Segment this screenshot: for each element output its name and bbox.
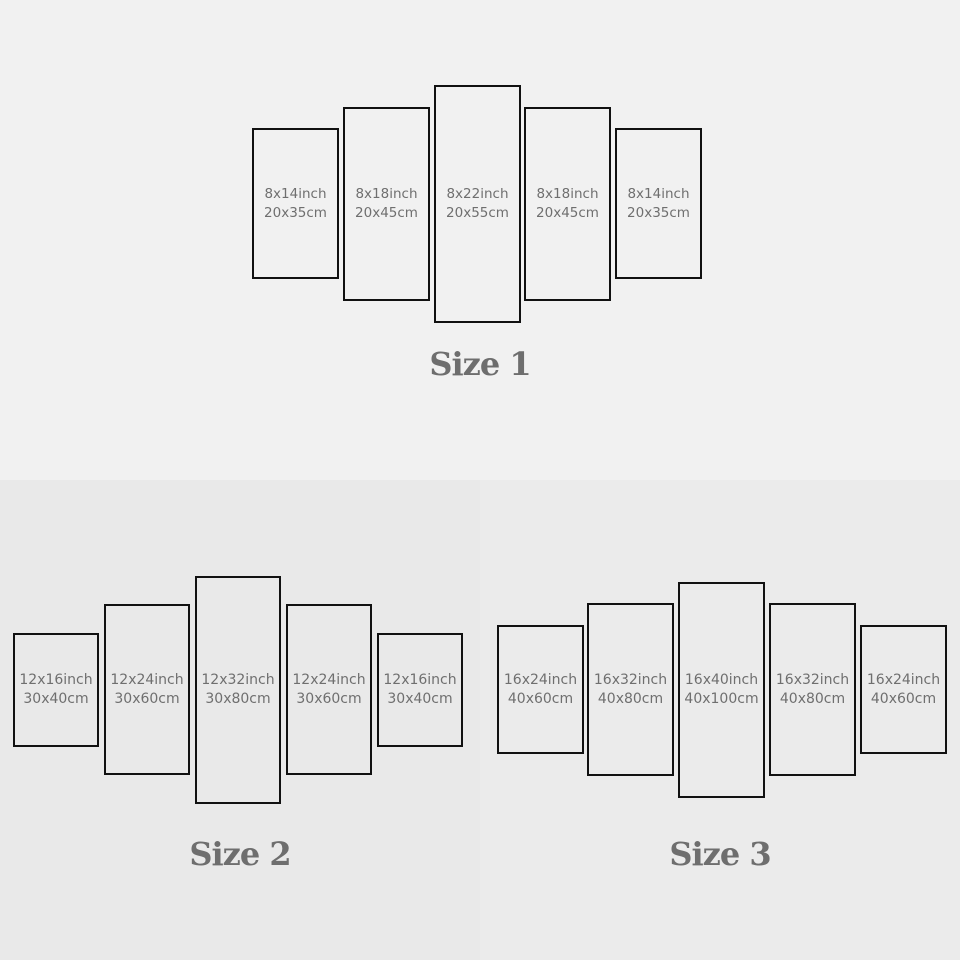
panel-inch-label: 8x18inch: [355, 186, 418, 202]
panel-cm-label: 30x60cm: [296, 690, 362, 707]
panel-cm-label: 20x35cm: [627, 204, 690, 221]
size-2-section: 12x16inch 30x40cm 12x24inch 30x60cm 12x3…: [0, 480, 480, 960]
panel-cm-label: 30x60cm: [114, 690, 180, 707]
panel-inch-label: 12x16inch: [19, 672, 93, 688]
size-2-panel-3: 12x32inch 30x80cm: [195, 576, 281, 804]
panel-cm-label: 30x40cm: [23, 691, 89, 707]
panel-cm-label: 20x45cm: [536, 205, 599, 221]
panel-inch-label: 12x24inch: [110, 671, 184, 688]
size-1-panel-5: 8x14inch 20x35cm: [615, 128, 702, 279]
size-3-panel-4: 16x32inch 40x80cm: [769, 603, 856, 776]
panel-inch-label: 16x32inch: [775, 671, 850, 688]
size-3-section: 16x24inch 40x60cm 16x32inch 40x80cm 16x4…: [480, 480, 960, 960]
panel-cm-label: 20x55cm: [446, 205, 509, 221]
size-1-section: 8x14inch 20x35cm 8x18inch 20x45cm 8x22in…: [252, 85, 702, 383]
size-2-panel-5: 12x16inch 30x40cm: [377, 633, 463, 747]
size-1-panel-3: 8x22inch 20x55cm: [434, 85, 521, 323]
panel-cm-label: 40x60cm: [870, 690, 937, 707]
size-2-panel-2: 12x24inch 30x60cm: [104, 604, 190, 775]
panel-inch-label: 16x40inch: [684, 672, 759, 688]
panel-inch-label: 16x24inch: [866, 671, 941, 688]
panel-inch-label: 8x18inch: [536, 186, 599, 202]
panel-inch-label: 12x24inch: [292, 671, 366, 688]
panel-cm-label: 20x35cm: [264, 204, 327, 221]
panel-cm-label: 40x100cm: [684, 691, 759, 707]
size-3-title: Size 3: [669, 835, 771, 873]
size-1-panel-2: 8x18inch 20x45cm: [343, 107, 430, 301]
panel-cm-label: 30x40cm: [387, 691, 453, 707]
size-3-panel-1: 16x24inch 40x60cm: [497, 625, 584, 754]
panel-inch-label: 8x14inch: [264, 185, 327, 202]
panel-cm-label: 40x80cm: [779, 690, 846, 707]
panel-cm-label: 40x60cm: [507, 690, 574, 707]
size-1-panel-1: 8x14inch 20x35cm: [252, 128, 339, 279]
size-2-panel-1: 12x16inch 30x40cm: [13, 633, 99, 747]
size-1-panel-4: 8x18inch 20x45cm: [524, 107, 611, 301]
size-2-title: Size 2: [189, 835, 291, 873]
panel-cm-label: 40x80cm: [597, 690, 664, 707]
panel-cm-label: 20x45cm: [355, 205, 418, 221]
panel-cm-label: 30x80cm: [205, 691, 271, 707]
size-3-panel-5: 16x24inch 40x60cm: [860, 625, 947, 754]
panel-inch-label: 12x32inch: [201, 672, 275, 688]
size-2-panel-4: 12x24inch 30x60cm: [286, 604, 372, 775]
panel-inch-label: 8x22inch: [446, 186, 509, 202]
size-3-panel-3: 16x40inch 40x100cm: [678, 582, 765, 798]
panel-inch-label: 8x14inch: [627, 185, 690, 202]
size-3-panel-2: 16x32inch 40x80cm: [587, 603, 674, 776]
size-1-title: Size 1: [429, 345, 531, 383]
panel-inch-label: 16x24inch: [503, 671, 578, 688]
panel-inch-label: 12x16inch: [383, 672, 457, 688]
panel-inch-label: 16x32inch: [593, 671, 668, 688]
